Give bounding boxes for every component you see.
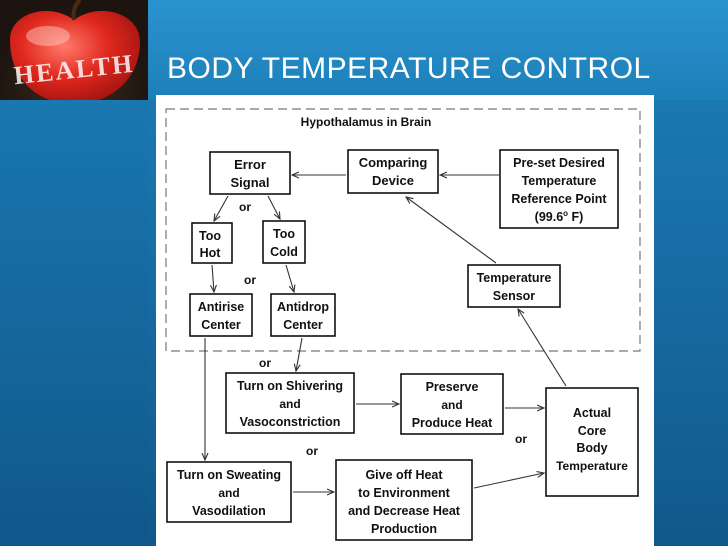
- preserve-heat-box: Preserve and Produce Heat: [400, 373, 504, 435]
- flow-diagram: Hypothalamus in Brain Error Signal Compa…: [165, 108, 641, 541]
- antirise-line-2: Center: [201, 318, 241, 332]
- preserve-line-3: Produce Heat: [412, 416, 493, 430]
- comparing-device-line-2: Device: [372, 173, 414, 188]
- apple-icon: HEALTH: [10, 0, 140, 100]
- diagram-panel: Hypothalamus in Brain Error Signal Compa…: [156, 95, 654, 546]
- preset-line-2: Temperature: [522, 174, 597, 188]
- too-hot-box: Too Hot: [191, 222, 233, 264]
- too-cold-line-1: Too: [273, 227, 295, 241]
- sensor-line-2: Sensor: [493, 289, 536, 303]
- antidrop-center-box: Antidrop Center: [270, 293, 336, 337]
- region-label: Hypothalamus in Brain: [301, 115, 432, 129]
- arrow-error-to-cold: [267, 195, 280, 219]
- hypothalamus-region: [165, 108, 641, 352]
- comparing-device-line-1: Comparing: [359, 155, 428, 170]
- antirise-line-1: Antirise: [198, 300, 245, 314]
- or-label-3: or: [259, 356, 271, 370]
- shivering-box: Turn on Shivering and Vasoconstriction: [225, 372, 355, 434]
- arrow-core-to-sensor: [518, 309, 567, 387]
- comparing-device-box: Comparing Device: [347, 149, 439, 194]
- arrow-sensor-to-comparing: [406, 197, 497, 264]
- give-off-line-4: Production: [371, 522, 437, 536]
- or-label-2: or: [244, 273, 256, 287]
- give-off-line-3: and Decrease Heat: [348, 504, 461, 518]
- actual-core-line-3: Body: [576, 441, 607, 455]
- error-signal-line-2: Signal: [230, 175, 269, 190]
- temperature-sensor-box: Temperature Sensor: [467, 264, 561, 308]
- arrow-antidrop-to-shivering: [296, 337, 303, 371]
- antirise-center-box: Antirise Center: [189, 293, 253, 337]
- sweating-line-1: Turn on Sweating: [177, 468, 281, 482]
- give-off-line-2: to Environment: [358, 486, 451, 500]
- preserve-line-1: Preserve: [426, 380, 479, 394]
- too-hot-line-2: Hot: [200, 246, 222, 260]
- arrow-giveoff-to-core: [473, 473, 544, 489]
- sweating-line-3: Vasodilation: [192, 504, 266, 518]
- shivering-line-1: Turn on Shivering: [237, 379, 343, 393]
- actual-core-box: Actual Core Body Temperature: [545, 387, 639, 497]
- antidrop-line-2: Center: [283, 318, 323, 332]
- health-apple-logo: HEALTH: [0, 0, 148, 100]
- preset-reference-box: Pre-set Desired Temperature Reference Po…: [499, 149, 619, 229]
- preset-line-1: Pre-set Desired: [513, 156, 605, 170]
- arrow-hot-to-antirise: [212, 264, 214, 292]
- actual-core-line-4: Temperature: [556, 459, 628, 473]
- flow-arrows: [205, 175, 567, 492]
- or-label-1: or: [239, 200, 251, 214]
- arrow-error-to-hot: [214, 195, 229, 221]
- sensor-line-1: Temperature: [477, 271, 552, 285]
- or-label-5: or: [515, 432, 527, 446]
- left-strip: [0, 100, 148, 546]
- preserve-line-2: and: [441, 398, 462, 412]
- sweating-line-2: and: [218, 486, 239, 500]
- shivering-line-2: and: [279, 397, 300, 411]
- give-off-heat-box: Give off Heat to Environment and Decreas…: [335, 459, 473, 541]
- sweating-box: Turn on Sweating and Vasodilation: [166, 461, 292, 523]
- actual-core-line-1: Actual: [573, 406, 611, 420]
- preset-line-3: Reference Point: [511, 192, 607, 206]
- actual-core-line-2: Core: [578, 424, 607, 438]
- arrow-cold-to-antidrop: [285, 264, 294, 292]
- antidrop-line-1: Antidrop: [277, 300, 329, 314]
- slide-title: BODY TEMPERATURE CONTROL: [167, 52, 651, 85]
- too-cold-line-2: Cold: [270, 245, 298, 259]
- error-signal-line-1: Error: [234, 157, 266, 172]
- preset-line-4: (99.6o F): [535, 209, 584, 224]
- error-signal-box: Error Signal: [209, 151, 291, 195]
- or-label-4: or: [306, 444, 318, 458]
- give-off-line-1: Give off Heat: [365, 468, 443, 482]
- too-cold-box: Too Cold: [262, 220, 306, 264]
- shivering-line-3: Vasoconstriction: [240, 415, 341, 429]
- too-hot-line-1: Too: [199, 229, 221, 243]
